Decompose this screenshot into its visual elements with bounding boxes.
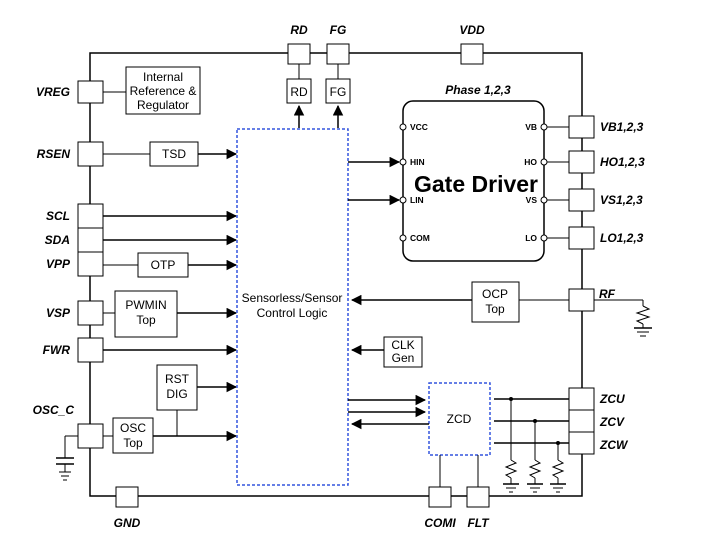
rd-pin-label: RD [290,23,308,37]
fg-block [325,78,351,104]
gnd-pin-label: GND [114,516,141,530]
vcc-port [399,123,407,131]
rst-line2: DIG [166,387,187,401]
rd-block-label: RD [290,85,308,99]
ocp-line1: OCP [482,287,508,301]
rf-pin-label: RF [599,287,616,301]
gate-driver-title: Gate Driver [414,171,538,197]
fg-pin [326,43,350,65]
clk-line1: CLK [391,338,414,352]
comi-pin [428,486,452,508]
hin-port [399,158,407,166]
ho-port [540,158,548,166]
lo-pin-label: LO1,2,3 [600,231,644,245]
zc-resistors [503,397,566,493]
tsd-label: TSD [162,147,186,161]
vdd-pin-label: VDD [459,23,485,37]
pwmin-block [114,290,178,338]
vb-port-label: VB [525,122,537,132]
control-line1: Sensorless/Sensor [242,291,343,305]
zcu-pin-label: ZCU [599,392,625,406]
control-logic-block [236,128,349,486]
ho-pin [568,150,595,174]
comi-pin-label: COMI [424,516,456,530]
clk-line2: Gen [392,351,415,365]
osc-line2: Top [123,436,143,450]
clk-gen-block [383,336,423,368]
rsen-pin-label: RSEN [37,147,71,161]
rf-resistor [594,299,652,337]
lo-port [540,234,548,242]
vs-pin [568,188,595,212]
osc-c-pin [77,423,104,449]
vsp-pin [77,300,104,326]
flt-pin-label: FLT [467,516,490,530]
scl-pin-label: SCL [46,209,70,223]
otp-label: OTP [151,258,176,272]
fg-pin-label: FG [330,23,347,37]
osc-c-pin-label: OSC_C [33,403,75,417]
vdd-pin [460,43,484,65]
internal-reference-block [125,66,201,115]
vs-port [540,196,548,204]
gnd-pin [115,486,139,508]
pwmin-line2: Top [136,313,156,327]
lin-port-label: LIN [410,195,424,205]
zcd-block [428,382,491,456]
vb-pin-label: VB1,2,3 [600,120,644,134]
vs-pin-label: VS1,2,3 [600,193,643,207]
vsp-pin-label: VSP [46,306,71,320]
osc-line1: OSC [120,421,146,435]
flt-pin [466,486,490,508]
internal-ref-line1: Internal [143,70,183,84]
rst-line1: RST [165,372,190,386]
osc-c-capacitor [56,435,78,481]
gate-driver-block [402,100,545,262]
rf-pin [568,288,595,312]
zcv-pin-label: ZCV [599,415,625,429]
fg-block-label: FG [330,85,347,99]
ho-port-label: HO [524,157,537,167]
lo-pin [568,226,595,250]
hin-port-label: HIN [410,157,425,167]
control-line2: Control Logic [257,306,328,320]
sda-pin-label: SDA [45,233,70,247]
com-port [399,234,407,242]
zcw-pin [568,431,595,455]
internal-ref-line3: Regulator [137,98,189,112]
lin-port [399,196,407,204]
vcc-port-label: VCC [410,122,428,132]
phase-label: Phase 1,2,3 [445,83,511,97]
vs-port-label: VS [526,195,538,205]
vreg-pin-label: VREG [36,85,70,99]
vb-port [540,123,548,131]
internal-ref-line2: Reference & [130,84,197,98]
vb-pin [568,115,595,139]
zcu-pin [568,387,595,411]
zcw-pin-label: ZCW [599,438,629,452]
com-port-label: COM [410,233,430,243]
ocp-block [471,281,520,323]
vreg-pin [77,80,104,104]
scl-pin [77,203,104,229]
sda-pin [77,227,104,253]
ocp-line2: Top [485,302,505,316]
rst-dig-block [156,364,198,411]
vpp-pin-label: VPP [46,257,71,271]
lo-port-label: LO [525,233,537,243]
osc-block [112,417,154,454]
vpp-pin [77,251,104,277]
zcv-pin [568,409,595,433]
rsen-pin [77,141,104,167]
rd-pin [287,43,311,65]
pwmin-line1: PWMIN [125,298,166,312]
zcd-label: ZCD [447,412,472,426]
fwr-pin [77,337,104,363]
ho-pin-label: HO1,2,3 [600,155,645,169]
rd-block [286,78,312,104]
fwr-pin-label: FWR [43,343,71,357]
